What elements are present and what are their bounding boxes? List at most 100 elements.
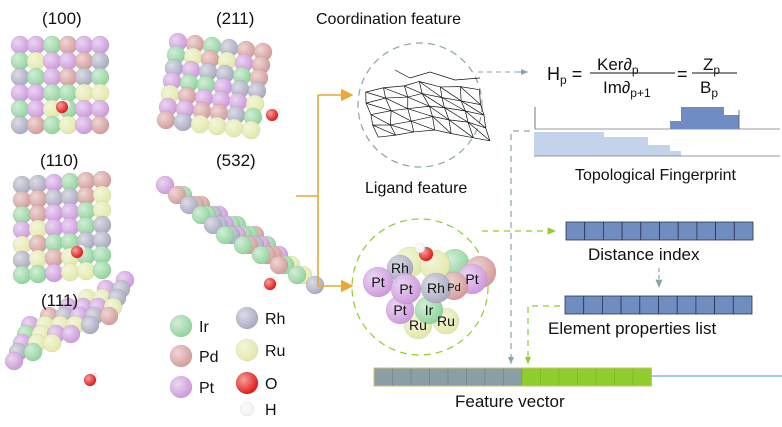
mesh-edge (419, 81, 441, 88)
mesh-edge (411, 116, 433, 122)
mesh-edge (441, 97, 466, 112)
atom-pt (74, 35, 94, 55)
mesh-edge (383, 87, 408, 98)
atom-pd (99, 306, 119, 326)
atom-ir (90, 67, 110, 87)
atom-ru (241, 120, 261, 140)
atom-pt (26, 35, 46, 55)
cluster-atom-rh (420, 272, 452, 304)
legend-label: Ru (265, 343, 285, 360)
atom-pd (92, 170, 112, 190)
cluster-atom-label: Pt (393, 302, 406, 318)
mesh-edge (389, 124, 396, 136)
atom-ir (287, 265, 307, 285)
legend-swatch (235, 371, 259, 395)
mesh-edge (391, 108, 408, 112)
feature-vector-bar (373, 367, 652, 387)
legend-item-pd: Pd (169, 344, 219, 368)
crystal-slab (12, 170, 112, 285)
atom-ru (58, 115, 78, 135)
crystal-slab (4, 270, 135, 387)
atom-pt (42, 67, 62, 87)
legend-label: O (265, 376, 277, 393)
atom-ir (26, 67, 46, 87)
mesh-edge (390, 120, 412, 126)
fingerprint-h0-bars (534, 132, 681, 156)
legend-item-pt: Pt (169, 375, 215, 399)
mesh-edge (411, 120, 435, 131)
bar-cell (676, 295, 697, 315)
cluster-atom-label: Ir (425, 302, 434, 318)
atom-rh (80, 315, 100, 335)
atom-ir (23, 342, 43, 362)
feature-cell-topological (373, 367, 393, 387)
mesh-edge (395, 131, 414, 136)
atom-ir (60, 232, 80, 252)
atom-pd (28, 204, 48, 224)
mesh-edge (394, 69, 481, 81)
atom-pd (44, 248, 64, 268)
atom-pt (90, 99, 110, 119)
bar-cell (621, 221, 642, 241)
legend-swatch (239, 401, 255, 417)
atom-ir (10, 99, 30, 119)
mesh-edge (404, 85, 423, 94)
atom-ir (191, 205, 211, 225)
atom-rh (92, 230, 112, 250)
mesh-edge (365, 91, 386, 99)
atom-ir (12, 265, 32, 285)
atom-rh (60, 187, 80, 207)
element-properties-bar (564, 295, 753, 315)
mesh-edge (439, 86, 443, 98)
cluster-atom-label: Rh (391, 260, 409, 276)
atom-pd (269, 255, 289, 275)
atom-rh (92, 215, 112, 235)
feature-cell-topological (392, 367, 412, 387)
mesh-edge (434, 129, 452, 134)
mesh-edge (444, 107, 469, 123)
atom-pt (74, 99, 94, 119)
mesh-edge (418, 81, 423, 94)
atom-rh (203, 215, 223, 235)
mesh-edge (407, 108, 433, 117)
feature-cell-ligand (558, 367, 578, 387)
mesh-edge (370, 114, 391, 126)
feature-vector-border (373, 367, 652, 387)
mesh-edge (422, 93, 442, 98)
atom-rh (305, 275, 325, 295)
atom-rh (90, 51, 110, 71)
coordination-feature-title: Coordination feature (316, 11, 461, 28)
atom-pd (167, 185, 187, 205)
feature-cell-ligand (540, 367, 560, 387)
atom-pd (28, 234, 48, 254)
atom-h (414, 242, 426, 254)
atom-ir (42, 115, 62, 135)
bar-cell (677, 221, 698, 241)
atom-ru (74, 83, 94, 103)
mesh-edge (451, 133, 474, 139)
feature-cell-ligand (521, 367, 541, 387)
mesh-edge (365, 102, 372, 115)
mesh-edge (378, 134, 396, 138)
mesh-edge (444, 107, 450, 121)
mesh-edge (407, 105, 430, 110)
atom-pt (26, 83, 46, 103)
mesh-edge (465, 110, 469, 123)
feature-cell-topological (503, 367, 523, 387)
mesh-edge (467, 121, 486, 129)
atom-pt (90, 35, 110, 55)
legend-label: Pt (199, 380, 215, 397)
atom-ru (207, 116, 227, 136)
facet-label-100: (100) (42, 9, 82, 28)
mesh-edge (485, 127, 491, 141)
mesh-edge (365, 87, 384, 93)
atom-ru (12, 235, 32, 255)
atom-ir (215, 225, 235, 245)
mesh-edge (365, 102, 392, 112)
atom-pt (4, 351, 24, 371)
cluster-atom-label: Pt (371, 274, 384, 290)
atom-ir (76, 216, 96, 236)
feature-cell-ligand (614, 367, 634, 387)
